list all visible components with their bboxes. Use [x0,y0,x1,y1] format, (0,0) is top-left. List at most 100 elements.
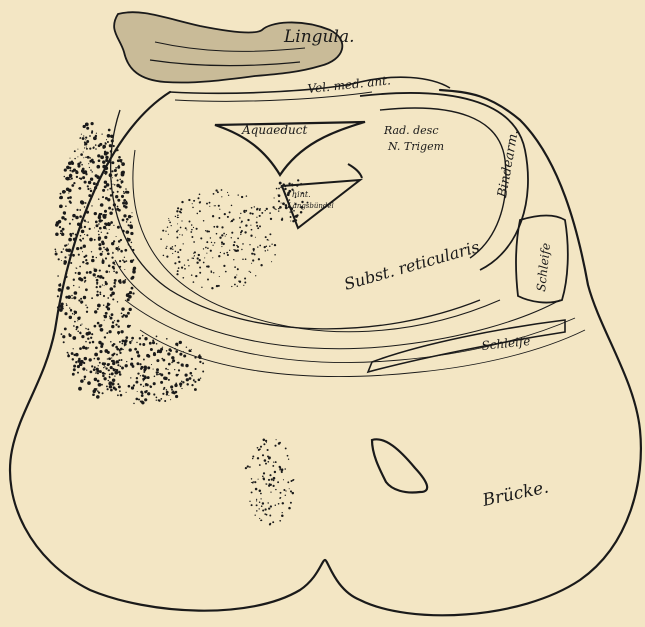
label-aquaeduct: Aquaeduct [241,123,307,137]
stipple-dot [93,260,94,261]
stipple-dot [119,260,121,262]
stipple-dot [99,370,102,373]
stipple-dot [261,520,263,522]
tegmentum-arc-3 [115,260,560,349]
stipple-dot [279,466,281,468]
stipple-dot [172,246,173,247]
stipple-dot [177,362,178,363]
stipple-dot [85,139,86,140]
stipple-dot [81,335,84,338]
stipple-dot [231,286,232,287]
stipple-dot [183,354,186,357]
stipple-dot [111,170,113,172]
stipple-dot [131,287,134,290]
stipple-dot [292,220,294,222]
stipple-dot [108,303,110,305]
stipple-dot [107,363,110,366]
stipple-dot [265,440,267,442]
stipple-dot [66,273,67,274]
stipple-dot [113,240,115,242]
stipple-dot [112,252,114,254]
stipple-dot [94,239,96,241]
stipple-dot [102,258,103,259]
stipple-dot [67,249,71,253]
stipple-dot [76,326,79,329]
stipple-dot [199,193,201,195]
stipple-dot [300,183,301,184]
stipple-dot [117,320,120,323]
stipple-dot [290,216,292,218]
stipple-dot [99,220,100,221]
stipple-dot [79,347,82,350]
stipple-dot [89,135,91,137]
stipple-dot [174,262,176,264]
stipple-dot [120,227,122,229]
stipple-dot [131,386,134,389]
stipple-dot [66,304,68,306]
stipple-dot [186,346,187,347]
stipple-dot [194,388,197,391]
stipple-dot [110,194,113,197]
stipple-dot [124,339,127,342]
stipple-dot [252,259,254,261]
stipple-dot [270,484,272,486]
stipple-dot [165,247,167,249]
stipple-dot [113,368,114,369]
stipple-dot [90,337,92,339]
stipple-dot [177,217,179,219]
stipple-dot [245,467,247,469]
stipple-dot [199,361,201,363]
stipple-dot [123,192,125,194]
stipple-dot [215,205,216,206]
stipple-dot [109,316,110,317]
stipple-dot [165,231,166,232]
stipple-dot [256,499,257,500]
stipple-dot [213,193,215,195]
tegmentum-arc-2 [133,150,500,332]
stipple-dot [132,216,133,217]
stipple-dot [269,515,271,517]
stipple-dot [282,183,285,186]
stipple-dot [91,297,93,299]
stipple-dot [290,220,291,221]
stipple-dot [205,230,206,231]
stipple-dot [115,324,117,326]
stipple-dot [275,489,276,490]
stipple-dot [176,237,178,239]
stipple-dot [266,514,268,516]
stipple-dot [237,238,239,240]
stipple-dot [153,382,156,385]
stipple-dot [121,180,124,183]
stipple-dot [138,399,140,401]
stipple-dot [274,471,276,473]
stipple-dot [247,465,249,467]
stipple-dot [93,268,94,269]
stipple-dot [61,233,64,236]
stipple-dot [86,369,87,370]
stipple-dot [65,205,67,207]
stipple-dot [72,214,76,218]
stipple-dot [115,371,118,374]
stipple-dot [84,147,85,148]
stipple-dot [96,283,97,284]
stipple-dot [265,210,266,211]
stipple-dot [291,183,293,185]
stipple-dot [223,265,225,267]
stipple-dot [206,203,208,205]
stipple-dot [112,262,115,265]
stipple-dot [199,210,201,212]
stipple-pons-left [245,439,295,526]
stipple-dot [165,368,167,370]
stipple-dot [237,249,239,251]
stipple-dot [82,238,84,240]
stipple-dot [87,185,89,187]
stipple-dot [79,239,81,241]
tegmentum-arc-4 [125,300,575,363]
stipple-dot [116,348,119,351]
stipple-dot [105,142,106,143]
stipple-dot [132,249,134,251]
stipple-dot [209,206,210,207]
stipple-dot [119,352,121,354]
stipple-dot [261,505,263,507]
stipple-dot [282,202,285,205]
